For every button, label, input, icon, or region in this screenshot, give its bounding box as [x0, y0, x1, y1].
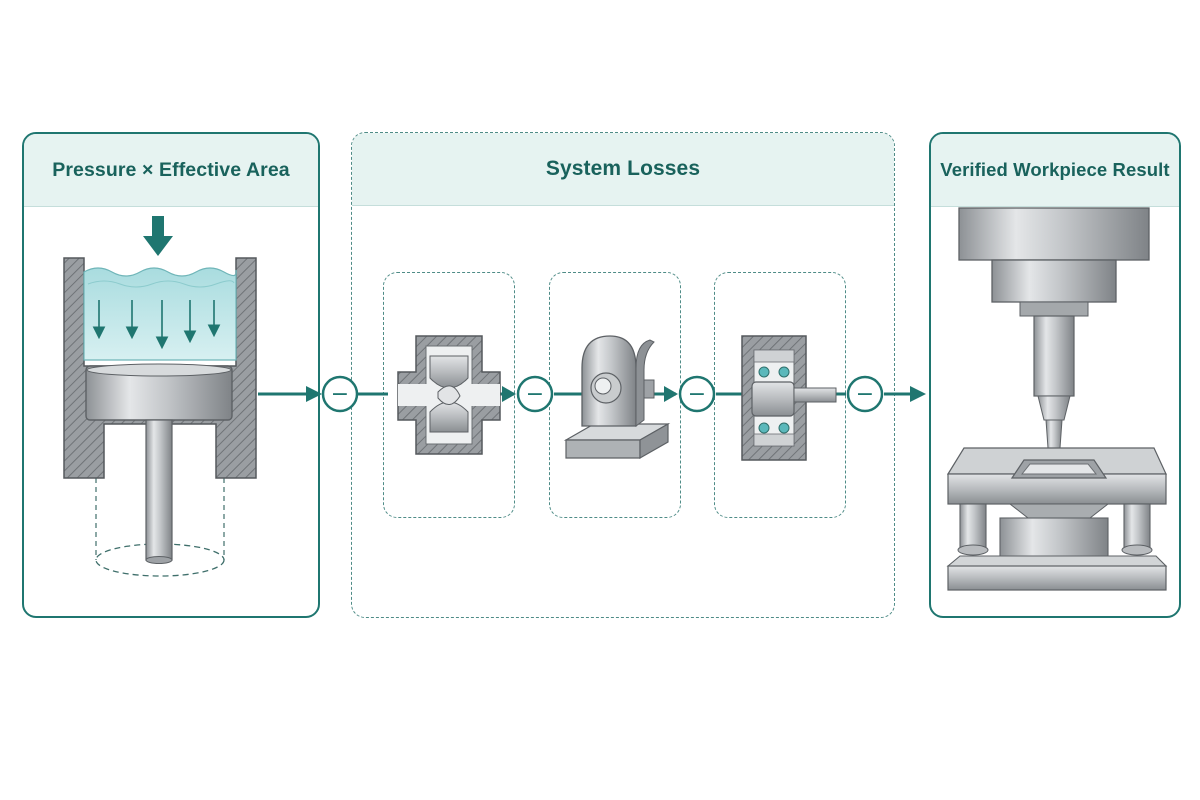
loss-symbol: −	[856, 382, 874, 407]
loss-marker: −	[678, 375, 716, 413]
output-panel-title: Verified Workpiece Result	[931, 134, 1179, 207]
loss-symbol: −	[331, 382, 349, 407]
loss-marker: −	[516, 375, 554, 413]
losses-panel-title: System Losses	[352, 133, 894, 206]
down-arrow-icon	[143, 216, 173, 256]
losses-panel: System Losses	[351, 132, 895, 618]
input-panel: Pressure × Effective Area	[22, 132, 320, 618]
loss-symbol: −	[688, 382, 706, 407]
output-panel: Verified Workpiece Result	[929, 132, 1181, 618]
loss-marker: −	[846, 375, 884, 413]
loss-marker: −	[321, 375, 359, 413]
pivot-bracket-icon	[563, 335, 671, 460]
input-panel-title: Pressure × Effective Area	[24, 134, 318, 207]
loss-symbol: −	[526, 382, 544, 407]
hydraulic-cylinder-icon	[63, 257, 257, 577]
press-die-icon	[946, 207, 1168, 591]
seal-bearing-icon	[741, 335, 837, 461]
valve-icon	[397, 335, 501, 455]
